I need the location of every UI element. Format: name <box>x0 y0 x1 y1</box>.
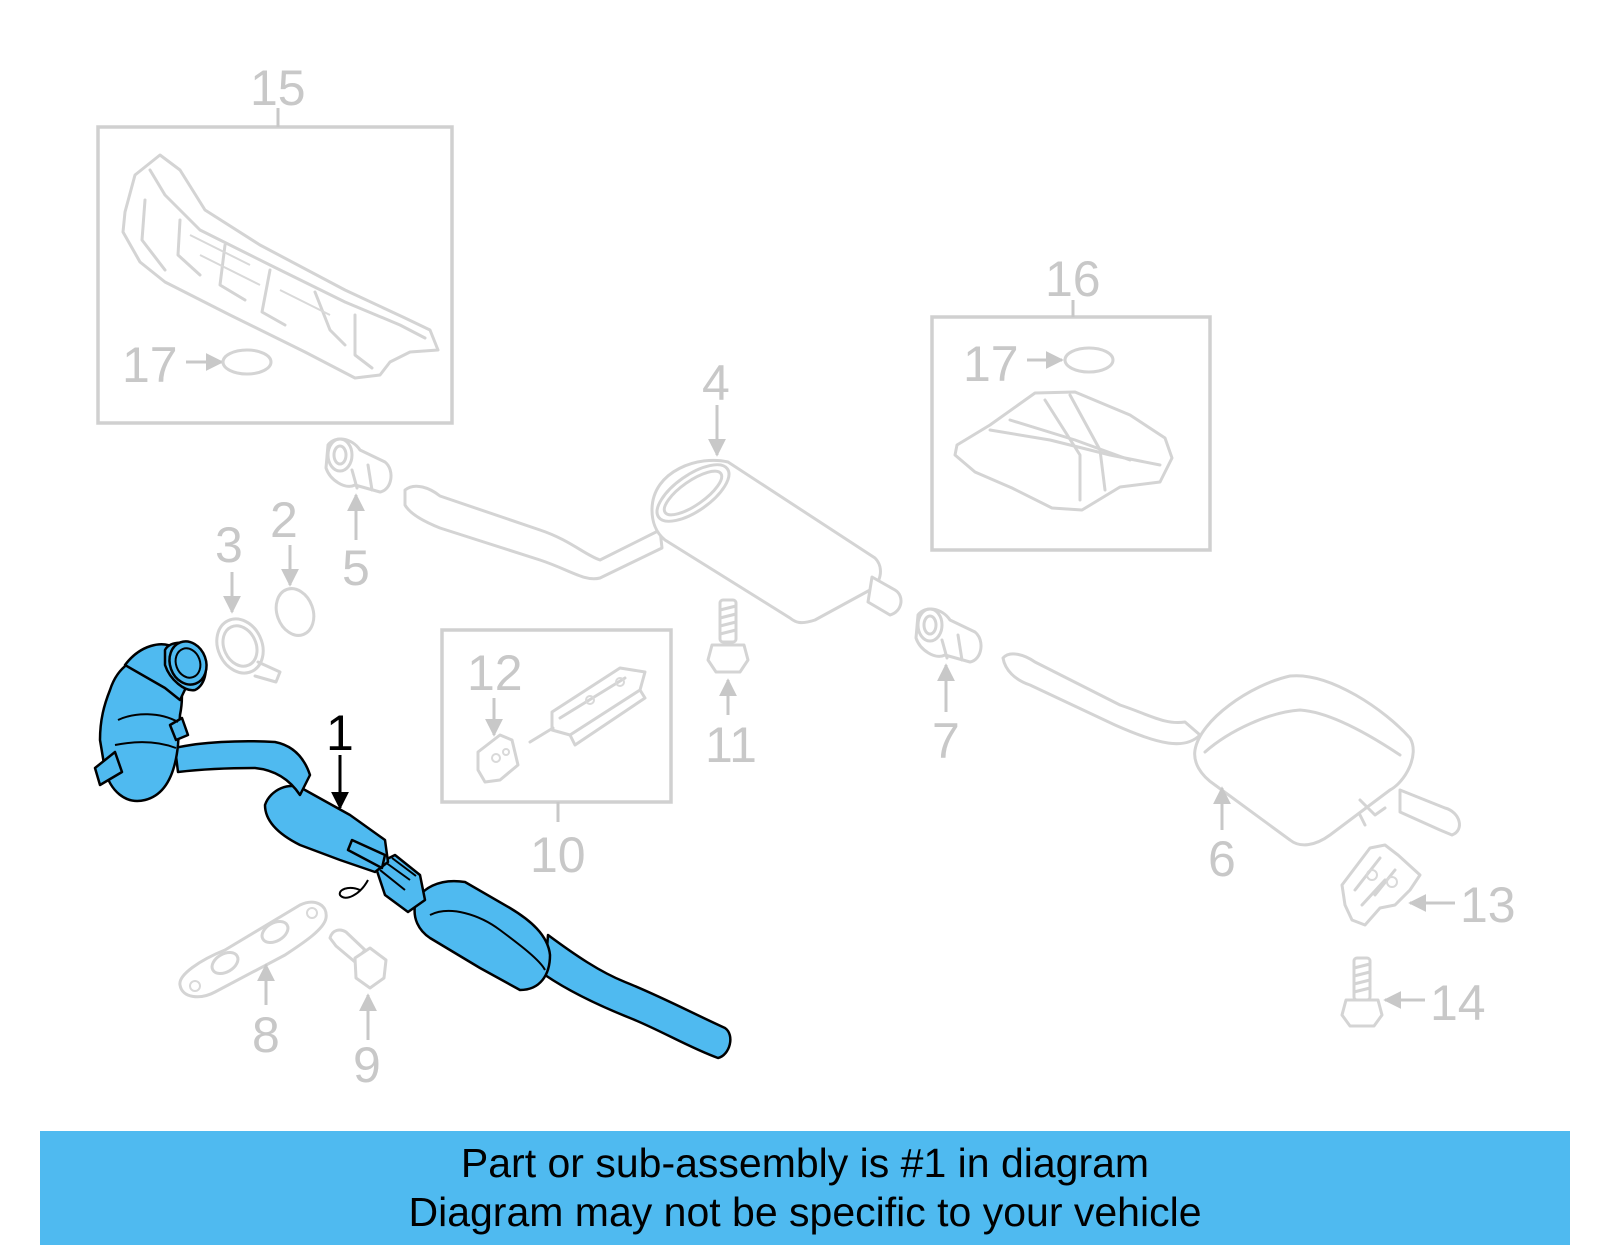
front-pipe-catalytic-converter-1[interactable]: 1 <box>93 636 732 1060</box>
callout-8[interactable]: 8 <box>252 1007 280 1063</box>
rubber-hanger-12 <box>476 733 520 784</box>
callout-2[interactable]: 2 <box>270 492 298 548</box>
banner-line-part-number: Part or sub-assembly is #1 in diagram <box>460 1140 1150 1186</box>
box-15 <box>96 125 454 425</box>
bolt-9: 9 <box>328 928 388 1093</box>
bracket-assembly-10 <box>528 666 647 747</box>
banner-line-disclaimer: Diagram may not be specific to your vehi… <box>408 1189 1202 1235</box>
callout-4[interactable]: 4 <box>702 355 730 411</box>
info-banner: Part or sub-assembly is #1 in diagram Di… <box>40 1131 1570 1245</box>
clamp-5: 5 <box>324 437 393 596</box>
gasket-17-in-box-16: 17 <box>963 336 1115 392</box>
gasket-8: 8 <box>178 900 328 1063</box>
box-10-bracket-group: 10 12 <box>440 628 673 883</box>
callout-9[interactable]: 9 <box>353 1037 381 1093</box>
callout-11[interactable]: 11 <box>705 717 757 773</box>
rear-muffler-6: 6 <box>1001 652 1461 887</box>
intermediate-pipe-4: 4 <box>403 355 903 625</box>
callout-10[interactable]: 10 <box>530 827 586 883</box>
callout-17-box-16[interactable]: 17 <box>963 336 1019 392</box>
hanger-13: 13 <box>1340 843 1516 933</box>
callout-13[interactable]: 13 <box>1460 877 1516 933</box>
clamp-7: 7 <box>914 607 983 769</box>
bolt-11: 11 <box>705 598 757 773</box>
gasket-17-in-box-15: 17 <box>122 337 273 393</box>
box-16 <box>930 315 1212 552</box>
callout-1[interactable]: 1 <box>326 705 354 761</box>
clamp-3: 3 <box>215 517 282 684</box>
callout-5[interactable]: 5 <box>342 540 370 596</box>
callout-14[interactable]: 14 <box>1430 975 1486 1031</box>
callout-16[interactable]: 16 <box>1045 251 1101 307</box>
callout-12[interactable]: 12 <box>467 645 523 701</box>
front-heat-shield <box>121 153 440 380</box>
callout-3[interactable]: 3 <box>215 517 243 573</box>
box-15-heat-shield-group: 15 17 <box>96 60 454 425</box>
callout-15[interactable]: 15 <box>250 60 306 116</box>
gasket-2: 2 <box>270 492 316 637</box>
rear-heat-shield <box>953 390 1174 512</box>
bolt-14: 14 <box>1340 956 1486 1031</box>
box-16-heat-shield-group: 16 17 <box>930 251 1212 552</box>
callout-7[interactable]: 7 <box>932 713 960 769</box>
callout-6[interactable]: 6 <box>1208 831 1236 887</box>
callout-17-box-15[interactable]: 17 <box>122 337 178 393</box>
